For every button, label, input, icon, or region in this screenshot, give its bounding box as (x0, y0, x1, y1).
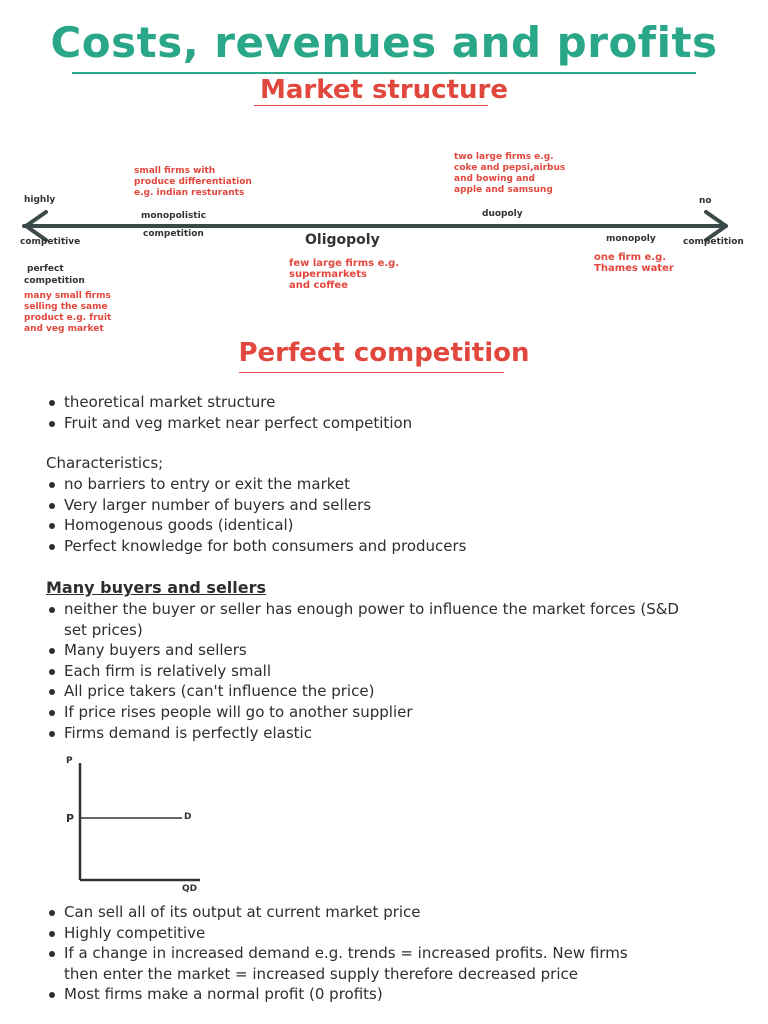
oligopoly-label: Oligopoly (305, 232, 380, 248)
list-item: neither the buyer or seller has enough p… (46, 599, 696, 640)
list-item: Highly competitive (46, 923, 666, 944)
characteristics-label: Characteristics; (46, 454, 164, 472)
demand-graph (78, 763, 200, 882)
spectrum-right-top: no (699, 196, 712, 206)
monopoly-note: one firm e.g. Thames water (594, 252, 674, 274)
list-item: If a change in increased demand e.g. tre… (46, 943, 666, 984)
graph-demand-label: D (184, 812, 192, 822)
subtitle-underline (254, 105, 488, 106)
market-spectrum-arrow (22, 210, 728, 242)
intro-bullets: theoretical market structure Fruit and v… (46, 392, 736, 433)
characteristics-list: no barriers to entry or exit the market … (46, 474, 736, 556)
duopoly-label: duopoly (482, 209, 523, 219)
list-item: no barriers to entry or exit the market (46, 474, 736, 495)
list-item: Perfect knowledge for both consumers and… (46, 536, 736, 557)
bottom-bullets: Can sell all of its output at current ma… (46, 902, 666, 1005)
title-underline (72, 72, 696, 74)
list-item: Each firm is relatively small (46, 661, 696, 682)
list-item: Can sell all of its output at current ma… (46, 902, 666, 923)
page-title: Costs, revenues and profits (50, 18, 718, 67)
section-bullets: neither the buyer or seller has enough p… (46, 599, 696, 743)
list-item: Many buyers and sellers (46, 640, 696, 661)
section-heading: Many buyers and sellers (46, 578, 267, 597)
subtitle: Market structure (260, 75, 508, 105)
monopoly-label: monopoly (606, 234, 656, 244)
list-item: Most firms make a normal profit (0 profi… (46, 984, 666, 1005)
perfect-note: many small firms selling the same produc… (24, 291, 112, 334)
spectrum-right-bottom: competition (683, 237, 744, 247)
list-item: Firms demand is perfectly elastic (46, 723, 696, 744)
graph-y-axis-label: P (66, 756, 73, 766)
perfect-label-1: perfect (27, 264, 64, 274)
list-item: theoretical market structure (46, 392, 736, 413)
spectrum-left-top: highly (24, 195, 56, 205)
list-item: Fruit and veg market near perfect compet… (46, 413, 736, 434)
monopolistic-note: small firms with produce differentiation… (134, 166, 252, 198)
graph-price-label: P (66, 812, 75, 825)
list-item: All price takers (can't influence the pr… (46, 681, 696, 702)
spectrum-left-bottom: competitive (20, 237, 81, 247)
list-item: Very larger number of buyers and sellers (46, 495, 736, 516)
perfect-competition-heading: Perfect competition (238, 338, 530, 368)
list-item: Homogenous goods (identical) (46, 515, 736, 536)
perfect-competition-underline (239, 372, 504, 373)
list-item: If price rises people will go to another… (46, 702, 696, 723)
perfect-label-2: competition (24, 276, 85, 286)
graph-x-axis-label: QD (182, 884, 198, 894)
duopoly-note: two large firms e.g. coke and pepsi,airb… (454, 152, 566, 195)
monopolistic-label-1: monopolistic (141, 211, 207, 221)
monopolistic-label-2: competition (143, 229, 204, 239)
oligopoly-note: few large firms e.g. supermarkets and co… (289, 258, 400, 291)
